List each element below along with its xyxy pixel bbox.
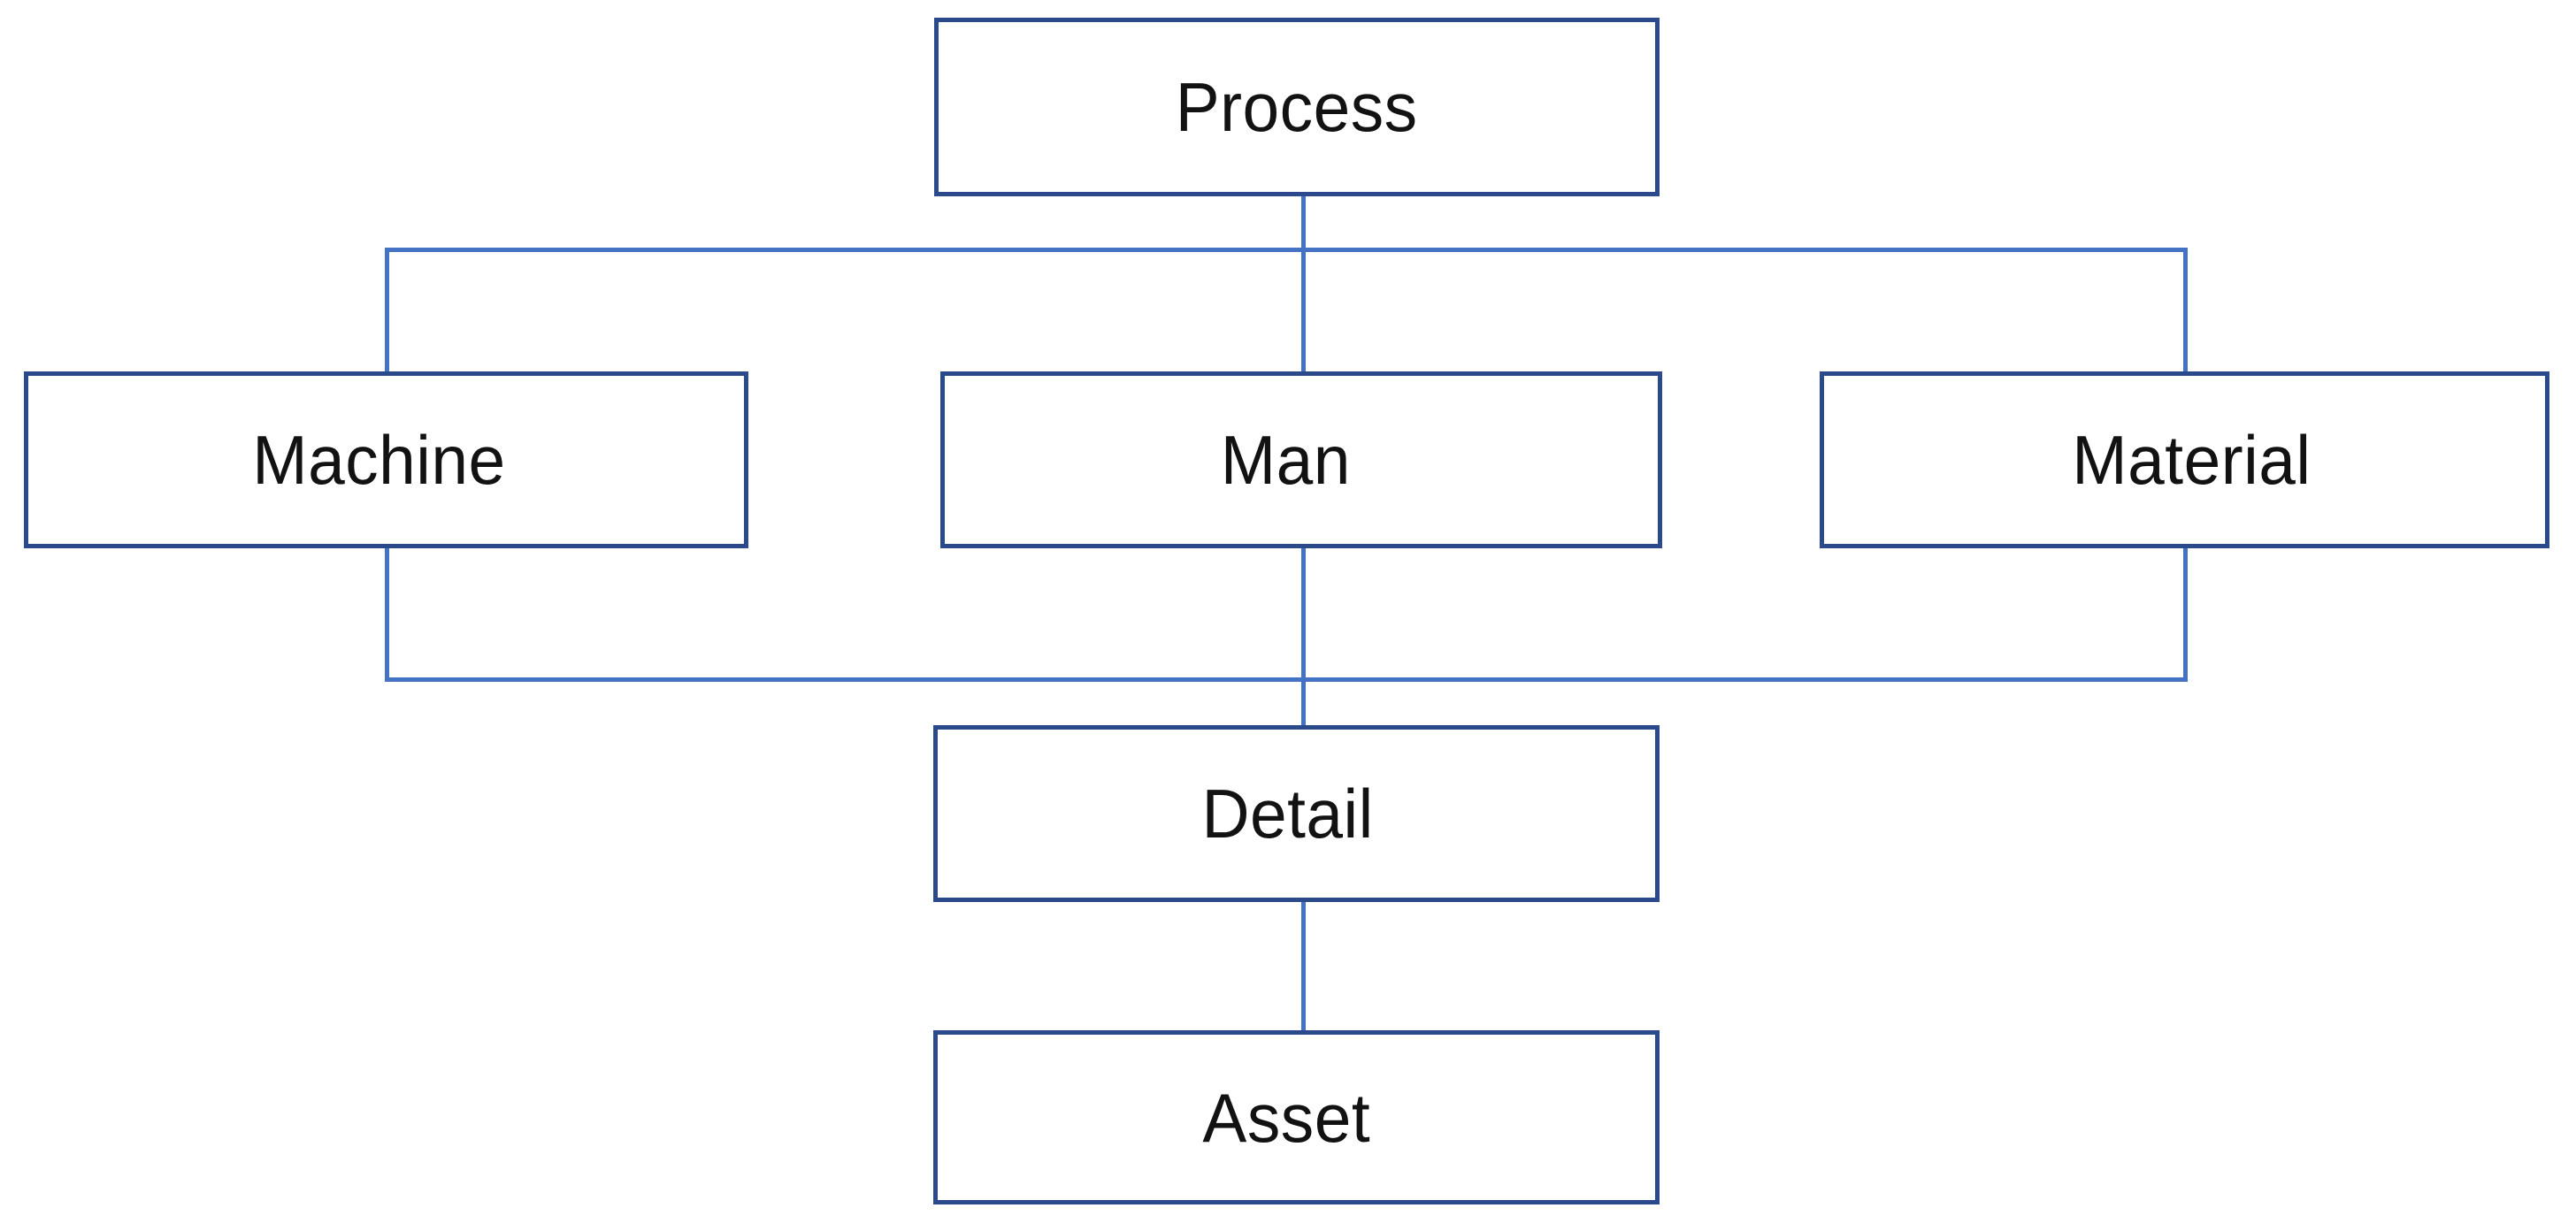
node-detail[interactable]: Detail — [933, 725, 1660, 902]
connector-process-to-machine — [385, 248, 389, 376]
node-material-label: Material — [2072, 421, 2312, 499]
node-material[interactable]: Material — [1820, 371, 2549, 548]
node-machine[interactable]: Machine — [24, 371, 748, 548]
connector-material-to-detail — [2183, 545, 2188, 682]
node-asset-label: Asset — [1202, 1078, 1370, 1157]
connector-upper-bus — [385, 248, 2188, 252]
node-asset[interactable]: Asset — [933, 1030, 1660, 1204]
connector-process-to-man — [1301, 248, 1306, 376]
node-man-label: Man — [1221, 421, 1352, 499]
node-machine-label: Machine — [252, 421, 507, 499]
connector-detail-to-asset — [1301, 898, 1306, 1036]
connector-lower-bus — [385, 677, 2188, 682]
connector-man-to-detail — [1301, 545, 1306, 682]
connector-process-to-material — [2183, 248, 2188, 376]
connector-detail-stem — [1301, 677, 1306, 730]
connector-process-stem — [1301, 192, 1306, 252]
node-process[interactable]: Process — [934, 18, 1660, 196]
node-man[interactable]: Man — [940, 371, 1662, 548]
connector-machine-to-detail — [385, 545, 389, 682]
node-process-label: Process — [1176, 68, 1418, 146]
node-detail-label: Detail — [1201, 775, 1375, 853]
